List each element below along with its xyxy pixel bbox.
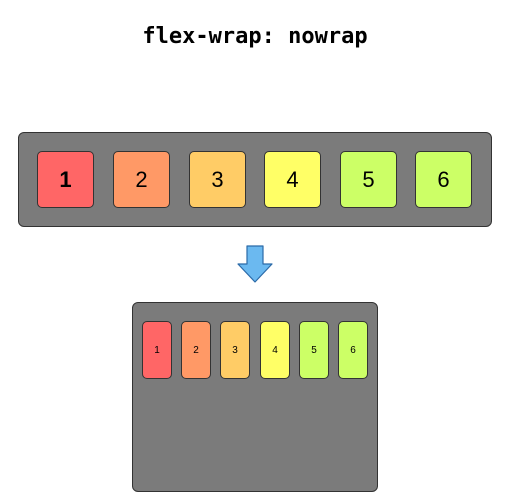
bottom-flex-item-3: 3 bbox=[220, 321, 250, 379]
bottom-flex-container: 1 2 3 4 5 6 bbox=[132, 302, 378, 492]
top-flex-item-5: 5 bbox=[340, 151, 397, 208]
arrow-down-shape bbox=[237, 245, 273, 283]
top-flex-item-3-label: 3 bbox=[211, 166, 224, 192]
top-flex-item-1: 1 bbox=[37, 151, 94, 208]
top-flex-item-4-label: 4 bbox=[286, 166, 299, 192]
bottom-flex-item-2: 2 bbox=[181, 321, 211, 379]
bottom-flex-item-4: 4 bbox=[260, 321, 290, 379]
top-flex-item-2: 2 bbox=[113, 151, 170, 208]
top-flex-item-1-label: 1 bbox=[59, 166, 72, 192]
top-flex-container: 1 2 3 4 5 6 bbox=[18, 132, 492, 227]
top-flex-item-6-label: 6 bbox=[437, 166, 450, 192]
bottom-flex-item-1: 1 bbox=[142, 321, 172, 379]
bottom-flex-item-2-label: 2 bbox=[193, 344, 199, 356]
top-flex-item-2-label: 2 bbox=[135, 166, 148, 192]
bottom-flex-item-4-label: 4 bbox=[272, 344, 278, 356]
bottom-flex-item-3-label: 3 bbox=[232, 344, 238, 356]
top-flex-item-3: 3 bbox=[189, 151, 246, 208]
diagram-title: flex-wrap: nowrap bbox=[142, 24, 368, 49]
bottom-flex-item-5-label: 5 bbox=[311, 344, 317, 356]
bottom-flex-item-6: 6 bbox=[338, 321, 368, 379]
top-flex-item-4: 4 bbox=[264, 151, 321, 208]
bottom-flex-item-6-label: 6 bbox=[350, 344, 356, 356]
bottom-flex-item-5: 5 bbox=[299, 321, 329, 379]
top-flex-item-6: 6 bbox=[415, 151, 472, 208]
bottom-flex-item-1-label: 1 bbox=[154, 344, 160, 356]
arrow-down-icon bbox=[237, 245, 273, 283]
top-flex-item-5-label: 5 bbox=[362, 166, 375, 192]
